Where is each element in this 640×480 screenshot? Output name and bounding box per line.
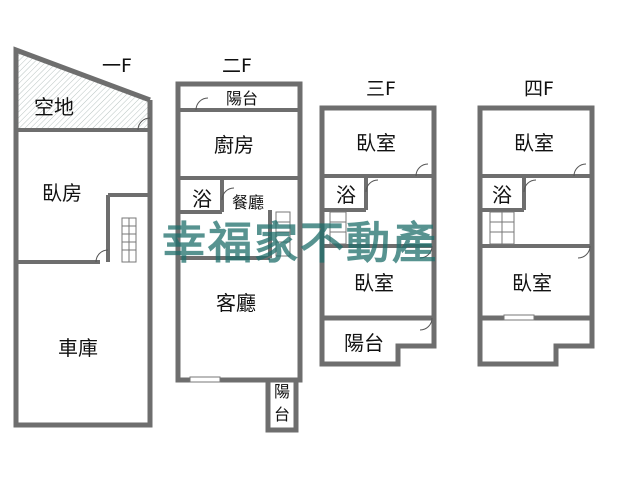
floor-2f-label: 二F [222, 55, 252, 77]
floor-1f-outer-wall [13, 46, 153, 428]
room-2f-balcony-back-2: 台 [274, 405, 290, 424]
floor-1f-label: 一F [102, 55, 132, 77]
door-4f-bath [523, 179, 537, 193]
room-3f-bedroom-back: 臥室 [354, 271, 394, 295]
stair-2f [275, 211, 291, 257]
door-1f-open-space [137, 117, 151, 131]
room-3f-balcony: 陽台 [344, 331, 384, 355]
door-2f-bath [221, 187, 235, 201]
door-2f-balcony [195, 97, 209, 111]
room-3f-bath: 浴 [336, 183, 356, 207]
stair-1f [121, 217, 137, 263]
floor-4f: 四F 臥室 浴 臥室 [477, 78, 595, 367]
room-kitchen: 廚房 [214, 133, 254, 157]
room-4f-bedroom-front: 臥室 [514, 131, 554, 155]
floor-3f: 三F 臥室 浴 臥室 陽台 [319, 78, 437, 367]
door-4f-bedroom-front [573, 163, 587, 177]
room-2f-bath: 浴 [192, 187, 212, 211]
door-3f-bedroom-back [419, 245, 433, 259]
door-3f-bath [365, 179, 379, 193]
door-4f-bedroom-back [577, 245, 591, 259]
stair-4f [489, 211, 515, 245]
room-2f-balcony-back: 陽 [274, 382, 290, 401]
floor-2f-outer-wall [175, 81, 303, 383]
room-garage: 車庫 [58, 336, 98, 360]
room-living: 客廳 [216, 291, 256, 315]
window-2f-living [189, 376, 221, 383]
door-1f-bedroom [95, 249, 109, 263]
room-3f-bedroom-front: 臥室 [356, 131, 396, 155]
window-4f [503, 314, 535, 321]
room-open-space: 空地 [34, 95, 74, 119]
room-4f-bath: 浴 [492, 183, 512, 207]
floor-2f: 二F 陽台 廚房 浴 餐廳 客廳 陽 台 [175, 55, 303, 433]
room-dining: 餐廳 [232, 193, 264, 212]
door-3f-balcony [419, 317, 433, 331]
floor-4f-label: 四F [524, 78, 554, 100]
watermark-text: 幸福家不動產 [162, 218, 438, 269]
door-3f-bedroom-front [415, 163, 429, 177]
room-2f-balcony-front: 陽台 [226, 89, 258, 108]
open-space-hatch [16, 52, 150, 130]
floor-1f: 一F 空地 臥房 車庫 [13, 46, 153, 428]
floor-3f-label: 三F [366, 78, 396, 100]
room-4f-bedroom-back: 臥室 [512, 271, 552, 295]
stair-3f [329, 211, 347, 245]
room-1f-bedroom: 臥房 [42, 181, 82, 205]
